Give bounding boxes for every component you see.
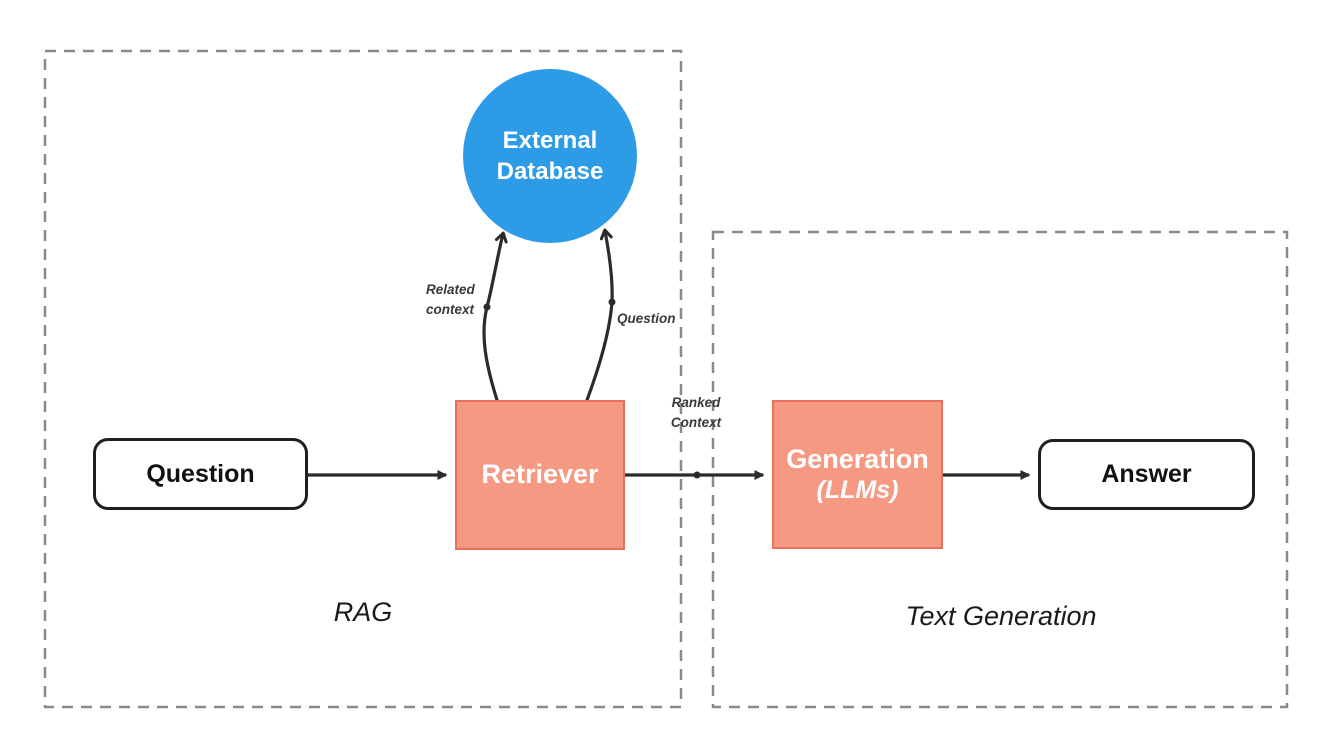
connector-dot-question xyxy=(608,298,616,306)
question-node: Question xyxy=(93,438,308,510)
text-generation-region-label: Text Generation xyxy=(905,601,1097,631)
ranked-context-edge-label: Ranked Context xyxy=(670,395,722,430)
answer-label: Answer xyxy=(1101,460,1192,488)
answer-node: Answer xyxy=(1038,439,1255,510)
retriever-node: Retriever xyxy=(455,400,625,550)
external-database-label: External Database xyxy=(496,126,604,185)
connector-dot-related-context xyxy=(483,303,491,311)
generation-node: Generation (LLMs) xyxy=(772,400,943,549)
external-database-node: External Database xyxy=(463,69,637,243)
question-label: Question xyxy=(146,459,255,488)
edge-retriever-to-database-related-context xyxy=(482,231,508,402)
rag-region-label: RAG xyxy=(333,597,393,627)
connector-dot-ranked-context xyxy=(693,471,701,479)
edge-retriever-to-database-question xyxy=(585,228,614,402)
question-edge-label: Question xyxy=(617,311,676,326)
generation-sublabel: (LLMs) xyxy=(816,476,899,505)
related-context-edge-label: Related context xyxy=(426,282,475,317)
text-generation-region-border xyxy=(711,230,1289,709)
retriever-label: Retriever xyxy=(481,459,599,490)
generation-label: Generation xyxy=(786,443,929,474)
